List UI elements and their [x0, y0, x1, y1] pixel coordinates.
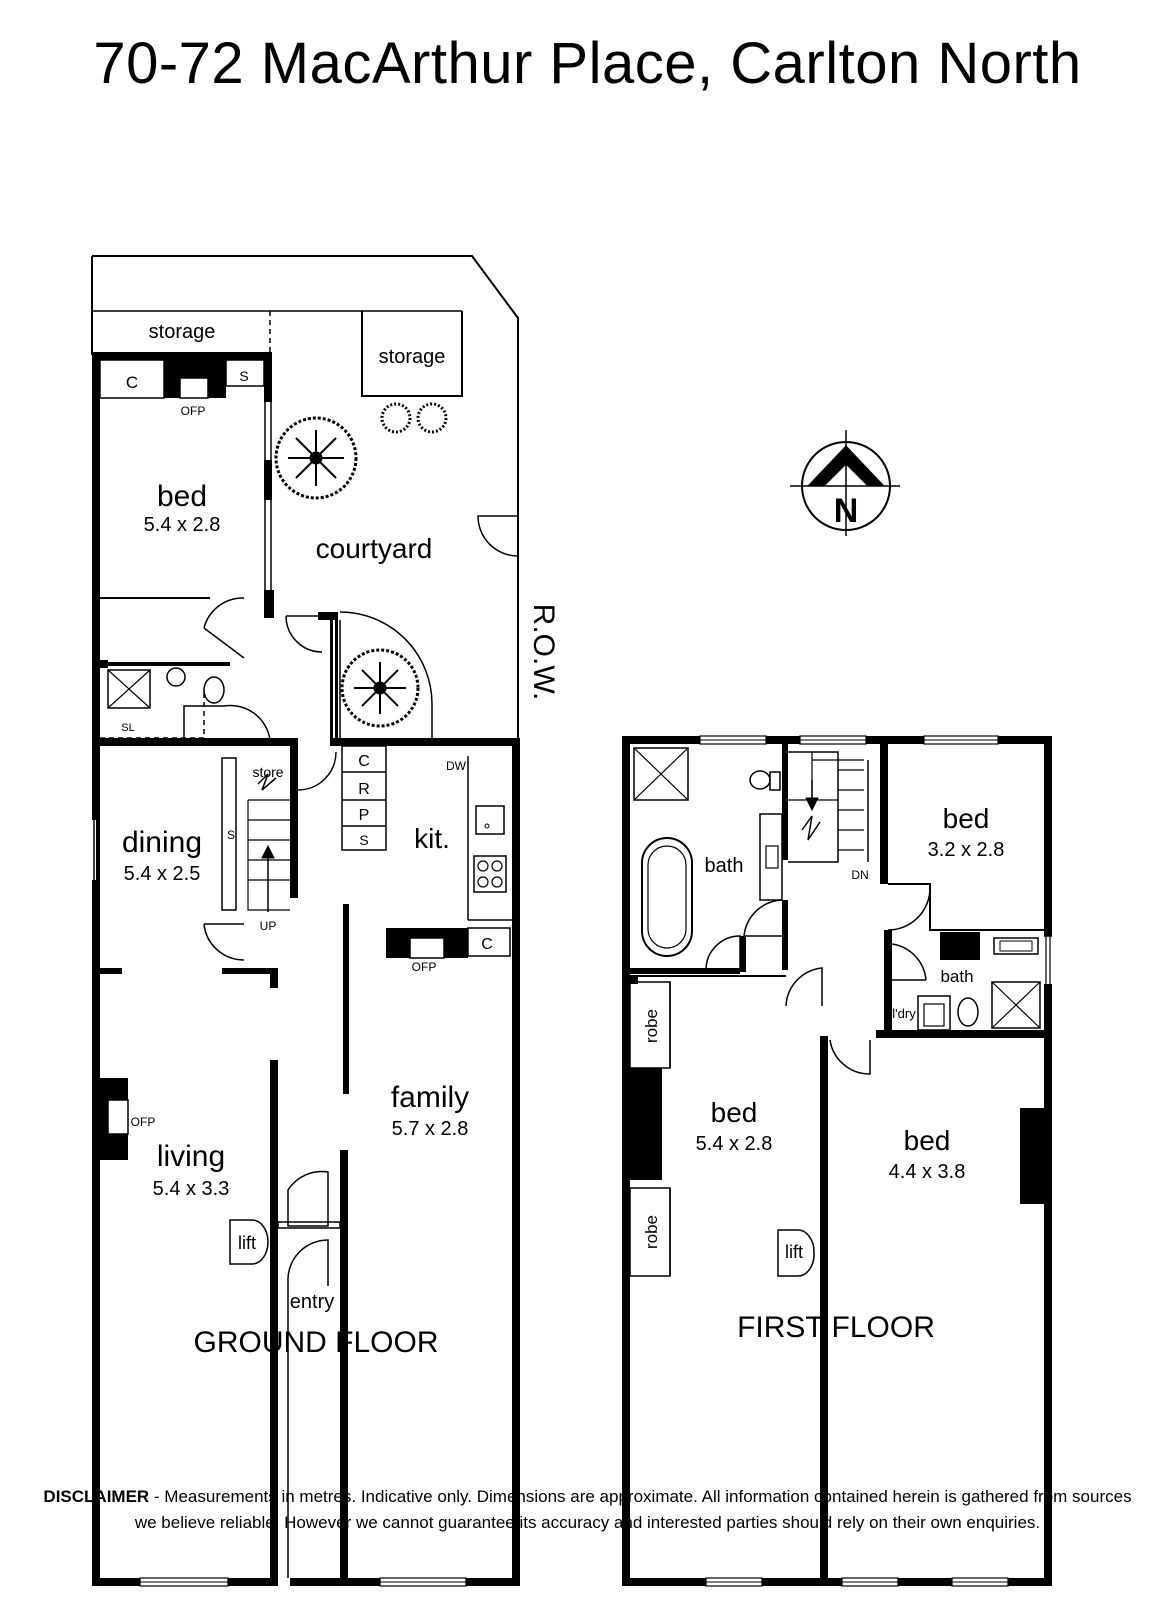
- page-title: 70-72 MacArthur Place, Carlton North: [93, 31, 1082, 96]
- bedroom-label: bed: [904, 1125, 951, 1156]
- dining-label: dining: [122, 826, 202, 859]
- closet-label: C: [358, 753, 370, 770]
- stairs-down-label: DN: [851, 868, 868, 882]
- walls-first: [622, 735, 1052, 1587]
- first-floor-plan: [622, 735, 1052, 1587]
- shelf-label: S: [359, 832, 368, 848]
- row-label: R.O.W.: [527, 604, 560, 701]
- storage-label: storage: [149, 321, 216, 343]
- living-dimensions: 5.4 x 3.3: [153, 1178, 230, 1200]
- stairs-up-label: UP: [260, 919, 277, 933]
- disclaimer-text: - Measurements in metres. Indicative onl…: [134, 1487, 1132, 1532]
- bedroom-label: bed: [157, 480, 207, 513]
- robe-label: robe: [642, 1009, 661, 1043]
- shelf-label: S: [239, 368, 248, 384]
- family-label: family: [391, 1081, 469, 1114]
- fireplace-label: OFP: [131, 1115, 156, 1129]
- ground-floor-heading: GROUND FLOOR: [193, 1326, 438, 1359]
- dining-dimensions: 5.4 x 2.5: [124, 863, 201, 885]
- robe-label: robe: [642, 1215, 661, 1249]
- bedroom-dimensions: 5.4 x 2.8: [696, 1133, 773, 1155]
- disclaimer: DISCLAIMER - Measurements in metres. Ind…: [40, 1484, 1135, 1536]
- entry-label: entry: [290, 1291, 334, 1313]
- closet-label: C: [126, 373, 138, 392]
- fireplace-label: OFP: [412, 960, 437, 974]
- dishwasher-label: DW: [446, 759, 467, 773]
- family-dimensions: 5.7 x 2.8: [392, 1118, 469, 1140]
- site-boundary: [92, 255, 519, 740]
- bedroom-label: bed: [711, 1097, 758, 1128]
- pantry-label: P: [359, 807, 370, 824]
- ground-floor-plan: [88, 255, 520, 1587]
- refrigerator-label: R: [358, 781, 370, 798]
- walls-ground: [88, 352, 520, 1587]
- courtyard-label: courtyard: [316, 533, 433, 564]
- shelf-label: S: [227, 828, 235, 842]
- bedroom-dimensions: 5.4 x 2.8: [144, 514, 221, 536]
- room-labels: storage storage C S OFP bed 5.4 x 2.8 co…: [121, 321, 1004, 1359]
- living-label: living: [157, 1140, 225, 1173]
- first-floor-heading: FIRST FLOOR: [737, 1311, 935, 1344]
- laundry-label: l'dry: [892, 1006, 916, 1021]
- closet-label: C: [481, 936, 493, 953]
- fireplace-label: OFP: [181, 404, 206, 418]
- shrub-icon: [380, 402, 448, 434]
- skylight-label: SL: [121, 722, 134, 734]
- compass-north-label: N: [834, 492, 859, 530]
- bedroom-dimensions: 3.2 x 2.8: [928, 839, 1005, 861]
- disclaimer-label: DISCLAIMER: [43, 1487, 150, 1506]
- lift-label: lift: [238, 1233, 256, 1253]
- bedroom-label: bed: [943, 803, 990, 834]
- tree-icon: [340, 648, 420, 728]
- lift-label: lift: [785, 1242, 803, 1262]
- bedroom-dimensions: 4.4 x 3.8: [889, 1161, 966, 1183]
- compass-icon: [790, 430, 900, 536]
- storage-label: storage: [379, 346, 446, 368]
- bathroom-label: bath: [940, 967, 973, 986]
- kitchen-label: kit.: [414, 823, 450, 854]
- bathroom-label: bath: [705, 855, 744, 877]
- tree-icon: [274, 416, 358, 500]
- store-label: store: [252, 764, 283, 780]
